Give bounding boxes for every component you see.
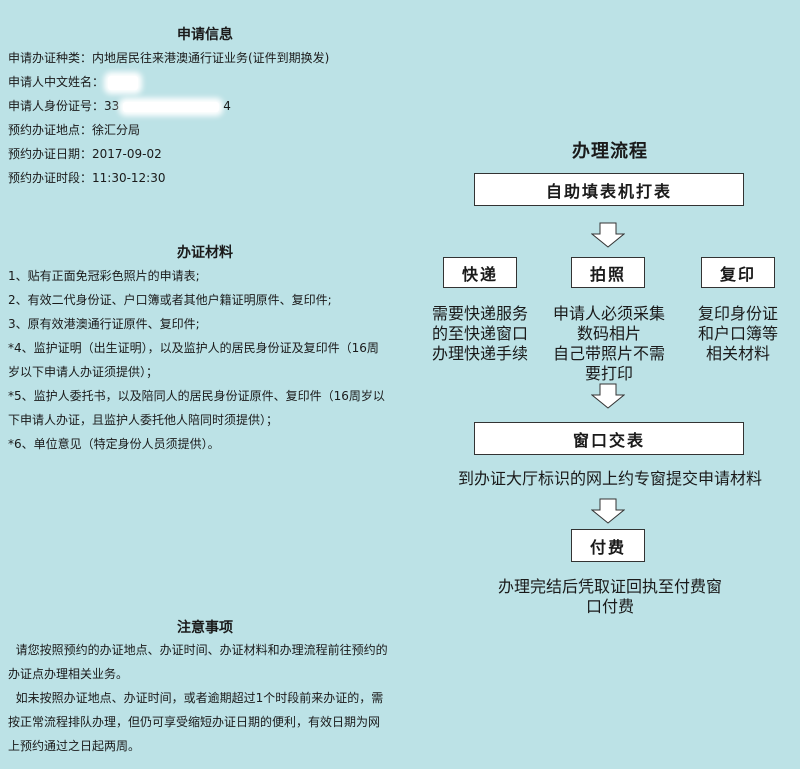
flow-step-self-service: 自助填表机打表 xyxy=(474,173,744,206)
payment-desc-line-1: 办理完结后凭取证回执至付费窗 xyxy=(497,577,722,596)
applicant-id-suffix: 4 xyxy=(223,99,231,113)
notes-section: 请您按照预约的办证地点、办证时间、办证材料和办理流程前往预约的 办证点办理相关业… xyxy=(8,638,388,758)
appointment-location: 预约办证地点：徐汇分局 xyxy=(8,123,141,137)
material-line-6: *6、单位意见（特定身份人员须提供）。 xyxy=(8,437,220,451)
appointment-time: 预约办证时段：11:30-12:30 xyxy=(8,171,166,185)
redacted-name xyxy=(108,75,139,90)
flow-title: 办理流程 xyxy=(572,141,648,162)
copy-desc-line-2: 和户口簿等 xyxy=(697,324,778,343)
photo-desc-line-1: 申请人必须采集 xyxy=(552,304,665,323)
materials-section: 1、贴有正面免冠彩色照片的申请表; 2、有效二代身份证、户口簿或者其他户籍证明原… xyxy=(8,264,385,456)
note-line-5: 上预约通过之日起两周。 xyxy=(8,739,141,753)
note-line-4: 按正常流程排队办理，但仍可享受缩短办证日期的便利，有效日期为网 xyxy=(8,715,381,729)
note-line-2: 办证点办理相关业务。 xyxy=(8,667,129,681)
material-line-5b: 下申请人办证，且监护人委托他人陪同时须提供）； xyxy=(8,413,279,427)
material-line-2: 2、有效二代身份证、户口簿或者其他户籍证明原件、复印件; xyxy=(8,293,332,307)
flow-step-payment: 付费 xyxy=(571,529,645,562)
express-desc: 需要快递服务 的至快递窗口 办理快递手续 xyxy=(420,304,540,364)
flow-option-photo: 拍照 xyxy=(571,257,645,288)
application-info-title: 申请信息 xyxy=(177,27,233,43)
flow-option-express: 快递 xyxy=(443,257,517,288)
note-line-3: 如未按照办证地点、办证时间，或者逾期超过1个时段前来办证的，需 xyxy=(8,691,384,705)
copy-desc-line-1: 复印身份证 xyxy=(697,304,778,323)
flow-step-submit-window: 窗口交表 xyxy=(474,422,744,455)
material-line-3: 3、原有效港澳通行证原件、复印件; xyxy=(8,317,200,331)
flow-option-copy: 复印 xyxy=(701,257,775,288)
redacted-id xyxy=(123,101,220,112)
application-info-section: 申请办证种类：内地居民往来港澳通行证业务(证件到期换发) 申请人中文姓名： 申请… xyxy=(8,46,329,190)
express-desc-line-3: 办理快递手续 xyxy=(431,344,528,363)
copy-desc: 复印身份证 和户口簿等 相关材料 xyxy=(684,304,792,364)
material-line-1: 1、贴有正面免冠彩色照片的申请表; xyxy=(8,269,200,283)
photo-desc-line-2: 数码相片 xyxy=(576,324,641,343)
note-line-1: 请您按照预约的办证地点、办证时间、办证材料和办理流程前往预约的 xyxy=(8,643,388,657)
express-desc-line-1: 需要快递服务 xyxy=(431,304,528,323)
submit-window-desc: 到办证大厅标识的网上约专窗提交申请材料 xyxy=(457,469,762,488)
photo-desc: 申请人必须采集 数码相片 自己带照片不需 要打印 xyxy=(545,304,673,384)
express-desc-line-2: 的至快递窗口 xyxy=(431,324,528,343)
arrow-down-icon xyxy=(591,498,625,524)
applicant-id-row: 申请人身份证号：33 4 xyxy=(8,94,329,118)
arrow-down-icon xyxy=(591,383,625,409)
applicant-id-label: 申请人身份证号：33 xyxy=(8,99,120,113)
application-type: 申请办证种类：内地居民往来港澳通行证业务(证件到期换发) xyxy=(8,51,330,65)
applicant-name-row: 申请人中文姓名： xyxy=(8,70,329,94)
photo-desc-line-3: 自己带照片不需 xyxy=(552,344,665,363)
photo-desc-line-4: 要打印 xyxy=(584,364,633,383)
arrow-down-icon xyxy=(591,222,625,248)
materials-title: 办证材料 xyxy=(177,245,233,261)
material-line-4b: 岁以下申请人办证须提供）； xyxy=(8,365,159,379)
material-line-5a: *5、监护人委托书，以及陪同人的居民身份证原件、复印件（16周岁以 xyxy=(8,389,385,403)
appointment-date: 预约办证日期：2017-09-02 xyxy=(8,147,162,161)
notes-title: 注意事项 xyxy=(177,620,233,636)
applicant-name-label: 申请人中文姓名： xyxy=(8,75,105,89)
copy-desc-line-3: 相关材料 xyxy=(705,344,770,363)
payment-desc: 办理完结后凭取证回执至付费窗 口付费 xyxy=(480,577,740,617)
payment-desc-line-2: 口付费 xyxy=(585,597,634,616)
material-line-4a: *4、监护证明（出生证明），以及监护人的居民身份证及复印件（16周 xyxy=(8,341,379,355)
